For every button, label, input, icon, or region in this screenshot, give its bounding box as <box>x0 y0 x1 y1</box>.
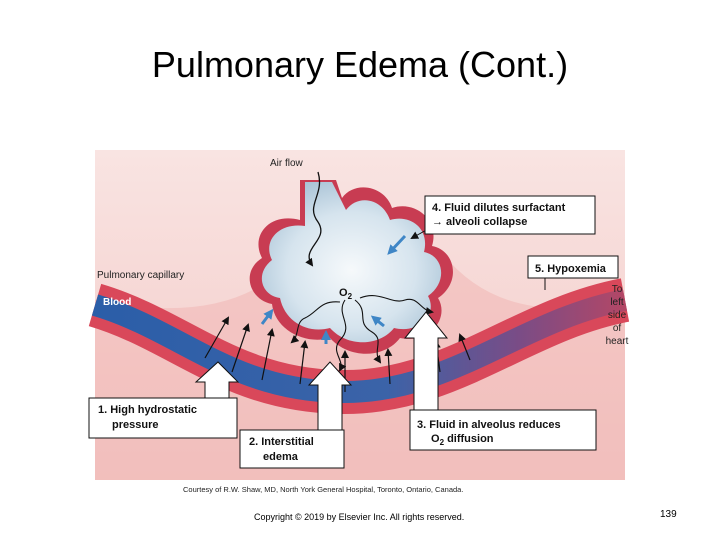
callout-3-diffusion: diffusion <box>444 433 494 445</box>
callout-4-line: 4. Fluid dilutes surfactant <box>432 202 566 214</box>
slide-number: 139 <box>660 509 677 520</box>
callout-1-line: 1. High hydrostatic <box>98 404 197 416</box>
callout-1-line: pressure <box>112 419 158 431</box>
fluid-arrows <box>260 234 407 344</box>
callout-5: 5. Hypoxemia <box>527 255 619 279</box>
callout-4-arrow-glyph: → <box>432 216 443 228</box>
callout-3-o2: O <box>431 433 440 445</box>
o2-subscript: 2 <box>348 292 353 301</box>
callout-4-line: alveoli collapse <box>446 216 527 228</box>
o2-diffusion-paths <box>290 295 434 372</box>
callout-4: 4. Fluid dilutes surfactant → alveoli co… <box>424 195 596 235</box>
to-heart-line: heart <box>606 336 629 347</box>
callout-2-line: edema <box>263 451 299 463</box>
blood-label: Blood <box>103 297 131 308</box>
callout-1: 1. High hydrostatic pressure <box>88 397 238 439</box>
pulmonary-capillary-label: Pulmonary capillary <box>97 270 184 281</box>
slide-title: Pulmonary Edema (Cont.) <box>151 44 569 85</box>
copyright-footer: Copyright © 2019 by Elsevier Inc. All ri… <box>254 512 465 522</box>
callout-5-text: 5. Hypoxemia <box>535 263 607 275</box>
callout-2: 2. Interstitial edema <box>239 429 345 469</box>
callout-3-line: 3. Fluid in alveolus reduces <box>417 419 561 431</box>
to-heart-line: To <box>612 284 623 295</box>
air-flow-label: Air flow <box>270 158 304 169</box>
callout-3-line: O2 diffusion <box>431 433 494 447</box>
to-heart-line: of <box>613 323 622 334</box>
callout-3: 3. Fluid in alveolus reduces O2 diffusio… <box>409 409 597 451</box>
air-flow-arrow <box>305 171 322 267</box>
to-heart-line: side <box>608 310 627 321</box>
to-heart-label: To left side of heart <box>606 284 629 347</box>
figure-credit: Courtesy of R.W. Shaw, MD, North York Ge… <box>183 485 463 494</box>
callout-3-o2-sub: 2 <box>440 438 445 447</box>
callout-2-line: 2. Interstitial <box>249 436 314 448</box>
to-heart-line: left <box>610 297 624 308</box>
o2-symbol: O <box>339 287 348 299</box>
o2-label: O2 <box>339 287 353 301</box>
alveolus <box>249 180 453 354</box>
callout-arrows <box>194 311 449 433</box>
